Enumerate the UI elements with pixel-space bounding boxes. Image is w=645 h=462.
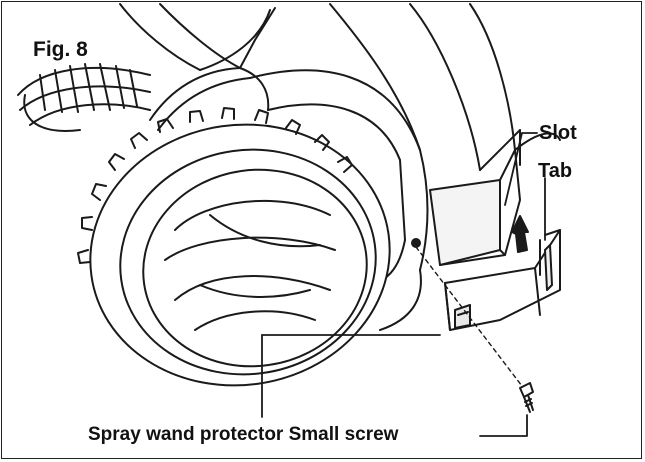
leader-screw xyxy=(479,414,528,437)
slot-housing xyxy=(429,149,521,266)
insert-direction-arrow xyxy=(511,215,529,253)
screw-hole xyxy=(411,238,421,248)
figure-label: Fig. 8 xyxy=(33,38,88,61)
unit-body xyxy=(249,3,561,331)
callout-tab: Tab xyxy=(538,160,573,182)
caption-parts: Spray wand protector Small screw xyxy=(88,424,399,445)
callout-slot: Slot xyxy=(539,122,577,144)
rear-filter-wheel xyxy=(17,63,151,132)
leader-slot xyxy=(504,132,538,206)
small-screw xyxy=(519,382,534,413)
spray-wand-protector xyxy=(444,229,561,331)
upper-frame xyxy=(119,3,276,131)
front-wheel xyxy=(77,107,391,387)
tab-ridge xyxy=(544,244,553,291)
screw-path xyxy=(415,246,526,391)
